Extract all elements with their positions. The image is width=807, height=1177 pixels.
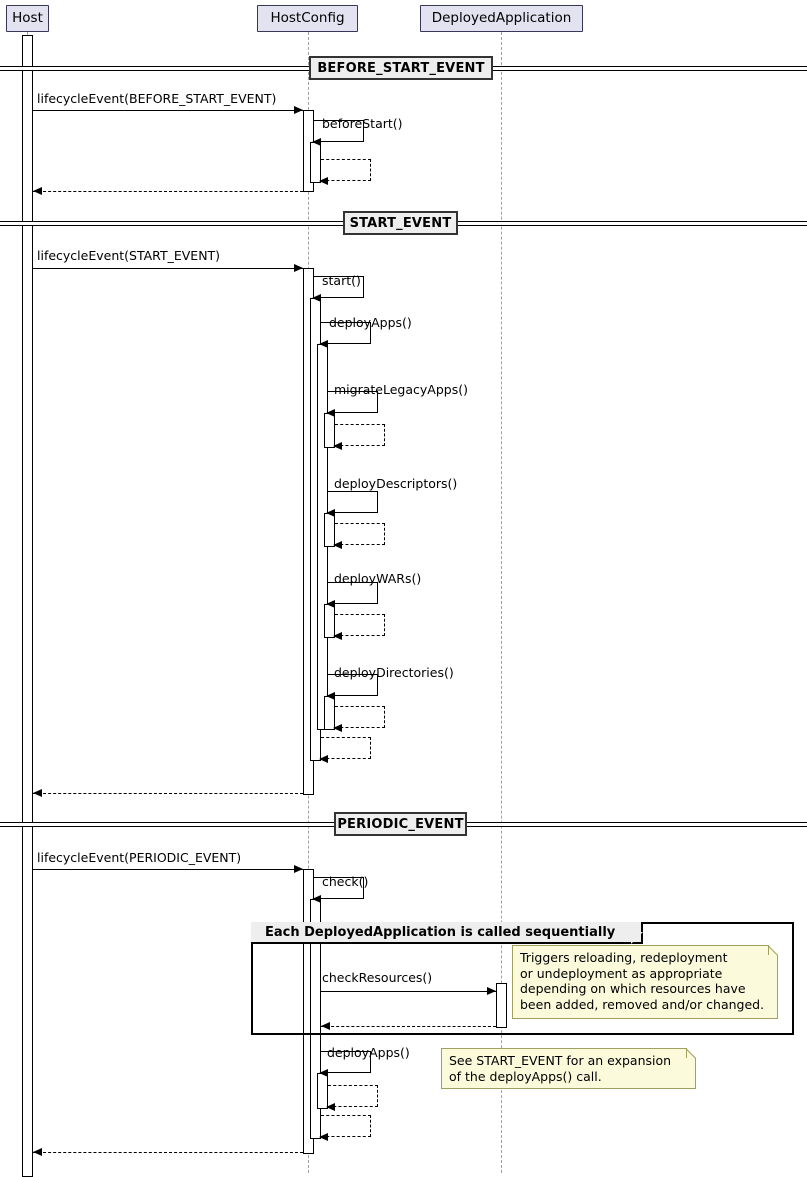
message-label: check()	[322, 874, 369, 889]
self-message	[328, 391, 378, 413]
message-arrowhead	[294, 864, 303, 873]
message-arrowhead	[33, 1147, 42, 1156]
message-label: deployApps()	[329, 315, 412, 330]
self-message	[321, 1051, 371, 1073]
message-arrowhead	[33, 788, 42, 797]
message-label: lifecycleEvent(PERIODIC_EVENT)	[37, 850, 242, 865]
message-label: lifecycleEvent(BEFORE_START_EVENT)	[37, 91, 277, 106]
message-arrowhead	[312, 894, 321, 903]
activation-bar	[22, 35, 33, 1177]
participant-config[interactable]: HostConfig	[257, 5, 358, 32]
note-fold-corner	[686, 1048, 696, 1058]
message-arrowhead	[333, 631, 342, 640]
message-arrowhead	[319, 176, 328, 185]
self-message	[314, 276, 364, 298]
message-arrowhead	[319, 1132, 328, 1141]
message-arrowhead	[333, 441, 342, 450]
self-message	[328, 1085, 378, 1107]
message-label: beforeStart()	[322, 116, 403, 131]
message-arrowhead	[326, 508, 335, 517]
self-message	[321, 737, 371, 759]
message-label: deployApps()	[327, 1045, 410, 1060]
self-message	[314, 877, 364, 899]
message-line	[33, 268, 303, 269]
self-message	[321, 322, 371, 344]
self-message	[335, 424, 385, 446]
message-line	[321, 991, 496, 992]
self-message	[335, 614, 385, 636]
activation-bar	[496, 983, 507, 1028]
self-message	[328, 582, 378, 604]
message-line	[33, 191, 303, 192]
self-message	[335, 706, 385, 728]
note-note-check-resources: Triggers reloading, redeployment or unde…	[512, 945, 778, 1019]
lifeline-app	[501, 32, 502, 1173]
message-line	[33, 793, 303, 794]
participant-host[interactable]: Host	[6, 5, 49, 32]
message-arrowhead	[326, 408, 335, 417]
message-line	[321, 1026, 496, 1027]
note-fold-corner	[768, 945, 778, 955]
message-label: checkResources()	[322, 970, 433, 985]
message-label: deployDescriptors()	[334, 476, 458, 491]
note-note-deploy-apps: See START_EVENT for an expansion of the …	[441, 1048, 696, 1089]
message-arrowhead	[333, 723, 342, 732]
self-message	[321, 1115, 371, 1137]
message-line	[33, 110, 303, 111]
note-fold-edge	[686, 1048, 687, 1058]
message-line	[33, 869, 303, 870]
event-divider-start: START_EVENT	[343, 211, 458, 235]
message-arrowhead	[333, 540, 342, 549]
event-divider-before-start: BEFORE_START_EVENT	[309, 56, 493, 80]
note-fold-edge	[768, 945, 769, 955]
message-line	[33, 1152, 303, 1153]
self-message	[314, 120, 364, 142]
message-arrowhead	[326, 1102, 335, 1111]
message-arrowhead	[321, 1021, 330, 1030]
message-arrowhead	[294, 105, 303, 114]
message-arrowhead	[487, 986, 496, 995]
self-message	[328, 674, 378, 696]
message-arrowhead	[319, 754, 328, 763]
message-arrowhead	[326, 599, 335, 608]
message-arrowhead	[319, 1068, 328, 1077]
message-arrowhead	[33, 186, 42, 195]
message-label: lifecycleEvent(START_EVENT)	[37, 248, 221, 263]
self-message	[335, 523, 385, 545]
message-arrowhead	[326, 691, 335, 700]
message-arrowhead	[312, 293, 321, 302]
fragment-label: Each DeployedApplication is called seque…	[251, 922, 643, 944]
self-message	[328, 491, 378, 513]
message-arrowhead	[319, 339, 328, 348]
message-label: deployWARs()	[334, 571, 422, 586]
event-divider-periodic: PERIODIC_EVENT	[334, 812, 467, 836]
participant-app[interactable]: DeployedApplication	[420, 5, 583, 32]
message-arrowhead	[312, 137, 321, 146]
message-arrowhead	[294, 263, 303, 272]
fragment-label-corner	[631, 932, 643, 944]
message-label: start()	[322, 273, 361, 288]
message-label: migrateLegacyApps()	[334, 382, 468, 397]
self-message	[321, 159, 371, 181]
message-label: deployDirectories()	[334, 665, 454, 680]
